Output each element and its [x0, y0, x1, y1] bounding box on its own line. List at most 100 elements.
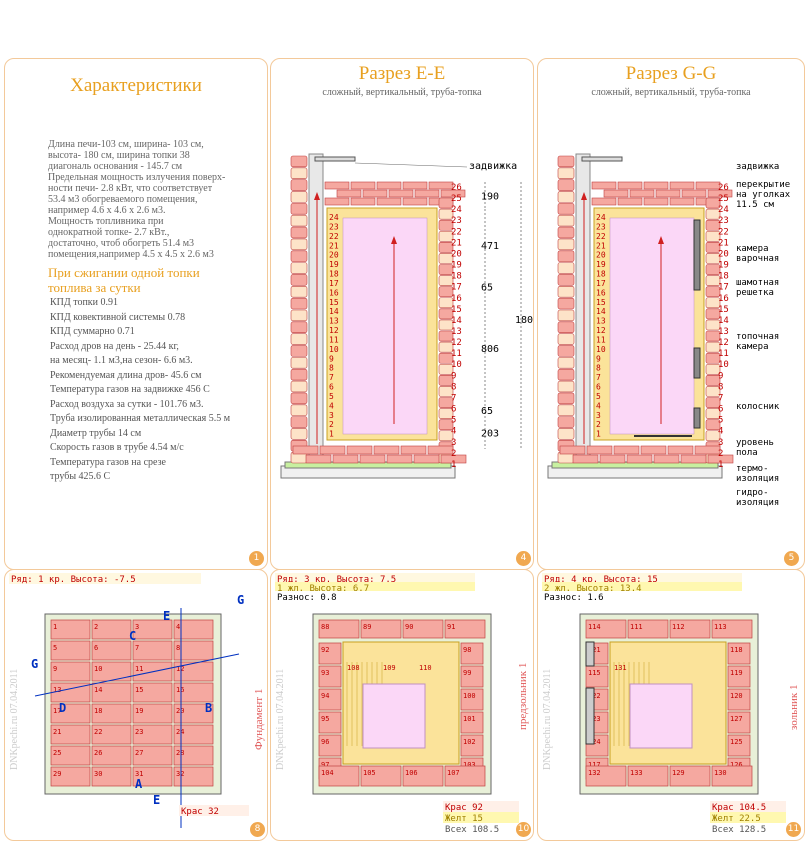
brick-number: 89: [363, 623, 371, 631]
brick: [319, 445, 346, 455]
row-number: 11: [451, 349, 462, 359]
spread: Разнос: 1.6: [544, 593, 604, 603]
brick: [557, 368, 575, 381]
row-number: 13: [718, 327, 729, 337]
stat-line: Рекомендуемая длина дров- 45.6 см: [50, 369, 202, 381]
brick: [669, 765, 711, 787]
chimney-channel: [308, 153, 324, 463]
brick: [290, 345, 308, 357]
brick-number: 100: [463, 692, 476, 700]
brick-number: 28: [176, 749, 184, 757]
row-label: 23: [596, 222, 606, 231]
brick: [626, 454, 653, 464]
row-label: 13: [596, 317, 606, 326]
inner-chamber: [629, 683, 693, 749]
side-label: предзольник 1: [517, 662, 529, 730]
brick: [290, 262, 308, 274]
brick: [292, 445, 319, 455]
section-label: задвижка: [736, 162, 779, 172]
footer-count-bg: [179, 805, 249, 816]
row-label: 23: [329, 222, 339, 231]
row-number: 10: [718, 360, 729, 370]
brick: [705, 319, 721, 331]
brick: [572, 454, 599, 464]
fire-chamber-plate: [693, 347, 701, 379]
brick: [669, 181, 695, 190]
brick: [705, 253, 721, 264]
row-number: 9: [451, 371, 456, 381]
brick: [705, 286, 721, 298]
brick: [318, 711, 342, 734]
brick: [438, 219, 454, 231]
brick-number: 3: [135, 623, 139, 631]
brick-number: 11: [135, 665, 143, 673]
brick: [557, 392, 575, 405]
brick: [727, 734, 751, 757]
brick: [438, 341, 454, 353]
row-label: 18: [596, 270, 606, 279]
brick: [388, 189, 414, 198]
brick: [557, 309, 575, 322]
brick: [324, 197, 350, 206]
row-label: 15: [596, 298, 606, 307]
row-number: 8: [718, 382, 723, 392]
section-label: пола: [736, 448, 758, 458]
row-number: 25: [451, 194, 462, 204]
brick: [290, 214, 308, 227]
brick-number: 97: [321, 761, 329, 769]
brick: [557, 321, 575, 333]
brick: [707, 189, 733, 198]
brick-number: 131: [614, 664, 627, 672]
row-number: 7: [718, 393, 723, 403]
brick-number: 133: [630, 769, 643, 777]
brick: [50, 724, 91, 745]
brick: [705, 330, 721, 342]
brick: [290, 428, 308, 440]
row-number: 11: [718, 349, 729, 359]
row-label: 5: [329, 392, 334, 401]
brick-number: 23: [135, 728, 143, 736]
row-number: 17: [451, 283, 462, 293]
brick: [290, 321, 308, 333]
inner-chamber: [609, 217, 695, 435]
brick: [132, 619, 173, 640]
brick-number: 21: [53, 728, 61, 736]
brick-number: 24: [176, 728, 184, 736]
brick: [557, 274, 575, 286]
brick: [711, 765, 753, 787]
spread-bg: [542, 591, 742, 602]
row-header-bg: [9, 573, 201, 584]
row-label: 12: [329, 326, 339, 335]
row-number: 17: [718, 283, 729, 293]
brick: [557, 167, 575, 179]
footer-red-bg: [710, 801, 786, 812]
stat-line: Расход воздуха за сутки - 101.76 м3.: [50, 398, 204, 410]
brick: [350, 197, 376, 206]
brick: [603, 189, 629, 198]
stat-line: КПД топки 0.91: [50, 297, 119, 308]
footer-yellow-bg: [443, 812, 519, 823]
section-label: уровень: [736, 438, 774, 448]
row-label: 24: [596, 213, 606, 222]
brick: [585, 765, 627, 787]
brick: [290, 238, 308, 251]
stat-line: трубы 425.6 С: [50, 471, 111, 482]
brick-number: 102: [463, 738, 476, 746]
footer-total: Всех 128.5: [712, 825, 766, 835]
brick: [705, 352, 721, 364]
brick-number: 12: [176, 665, 184, 673]
row-header: Ряд: 4 кр. Высота: 15: [544, 575, 658, 585]
footer-yellow: Желт 22.5: [712, 814, 761, 824]
brick: [557, 428, 575, 440]
brick: [438, 408, 454, 419]
brick: [640, 445, 667, 455]
brick-number: 10: [94, 665, 102, 673]
leader-line: [354, 162, 468, 168]
brick: [350, 181, 376, 190]
brick: [586, 445, 613, 455]
row-label: 24: [329, 213, 339, 222]
brick: [290, 155, 308, 168]
row-number: 16: [718, 294, 729, 304]
row-number: 20: [451, 249, 462, 259]
